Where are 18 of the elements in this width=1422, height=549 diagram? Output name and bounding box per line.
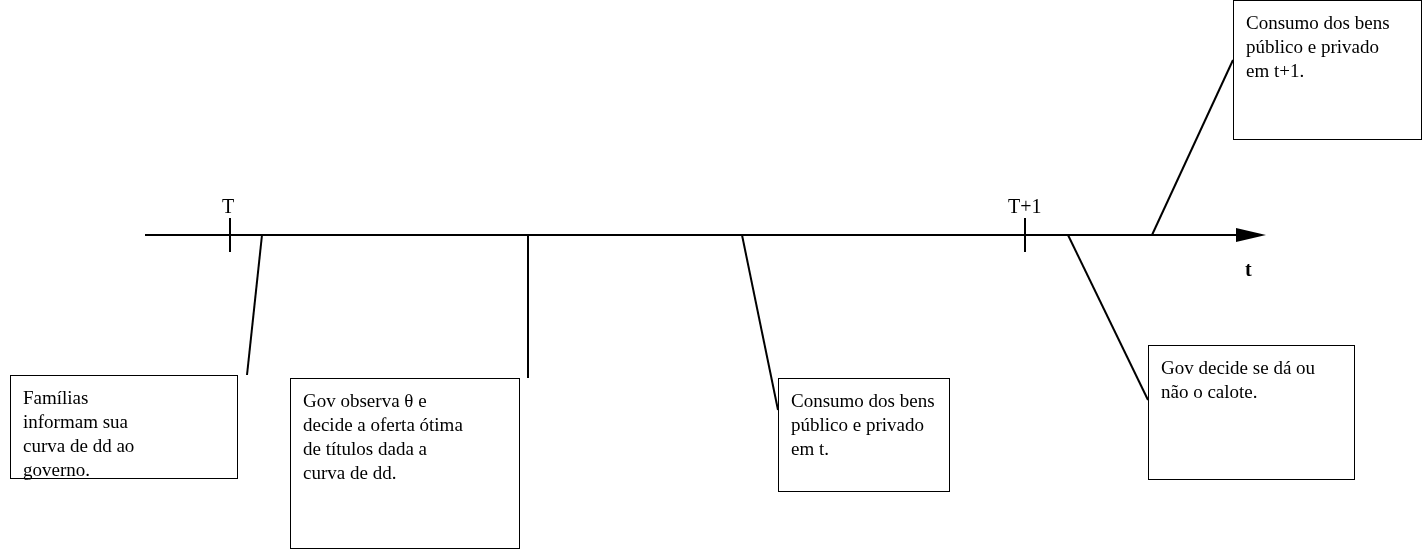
event-text: Consumo dos bens público e privado em t+1. [1246, 11, 1391, 83]
leader-line [741, 234, 779, 411]
event-box [290, 378, 520, 549]
event-text: Gov decide se dá ou não o calote. [1161, 356, 1317, 404]
leader-line [1067, 234, 1149, 401]
event-box [10, 375, 238, 479]
tick-label: T [222, 195, 235, 218]
event-text: Consumo dos bens público e privado em t. [791, 389, 936, 461]
leader-line [246, 234, 263, 376]
axis-label: t [1245, 258, 1252, 281]
leader-line [1151, 59, 1234, 236]
tick-label: T+1 [1008, 195, 1042, 218]
event-box [1233, 0, 1422, 140]
leader-line [527, 234, 529, 379]
event-text: Gov observa θ e decide a oferta ótima de títulos dada a curva de dd. [303, 389, 464, 485]
event-box [1148, 345, 1355, 480]
event-box [778, 378, 950, 492]
event-text: Famílias informam sua curva de dd ao governo. [23, 386, 136, 482]
